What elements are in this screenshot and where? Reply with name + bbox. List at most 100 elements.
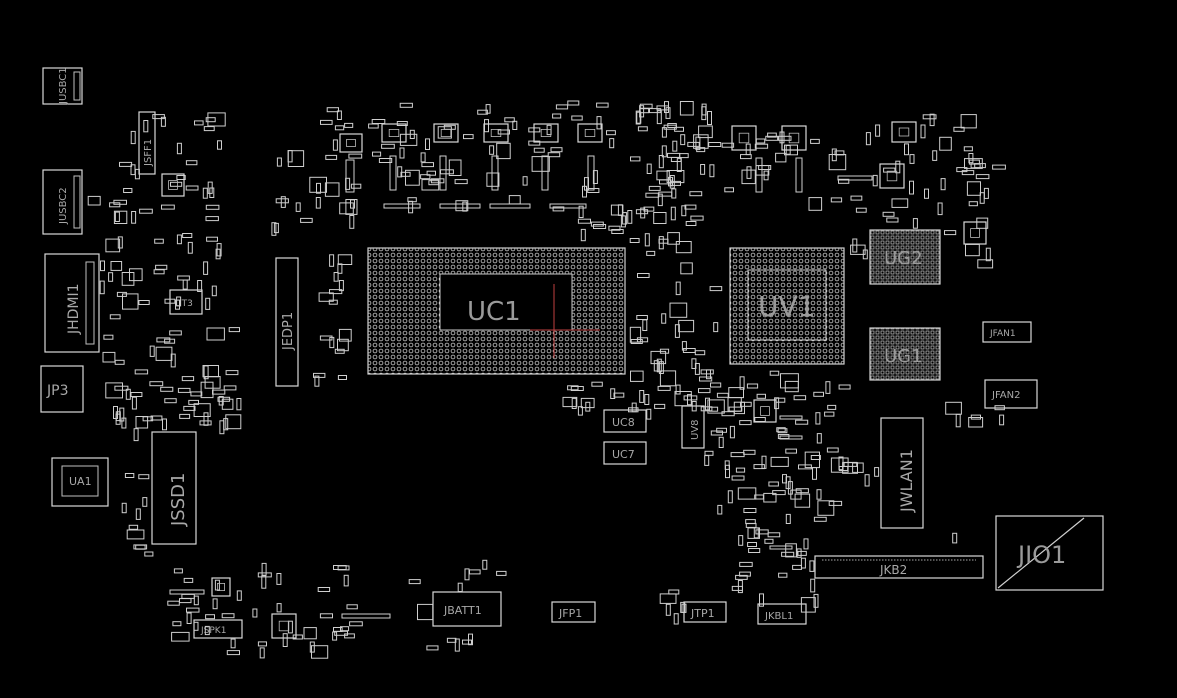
connector-jfan1[interactable]: JFAN1 (982, 321, 1032, 343)
passive-component (970, 163, 981, 169)
passive-component (125, 388, 131, 400)
passive-component (667, 232, 680, 245)
passive-component (700, 369, 714, 375)
passive-component (637, 273, 650, 278)
passive-component (144, 551, 154, 557)
passive-component (181, 593, 195, 599)
connector-jusbc2[interactable]: JUSBC2 (42, 169, 83, 235)
connector-jspk1[interactable]: JSPK1 (193, 619, 243, 639)
passive-component (115, 413, 121, 425)
connector-jfan2[interactable]: JFAN2 (984, 379, 1038, 409)
passive-component (344, 633, 355, 639)
connector-jio1[interactable]: JIO1 (995, 515, 1104, 591)
passive-component (319, 613, 333, 619)
passive-component (940, 178, 946, 191)
passive-component (454, 179, 468, 185)
connector-jbatt1[interactable]: JBATT1 (432, 591, 502, 627)
passive-component (580, 397, 595, 409)
passive-component (99, 280, 105, 295)
connector-jwlan1[interactable]: JWLAN1 (880, 417, 924, 529)
passive-component (743, 449, 756, 455)
passive-component (205, 204, 220, 210)
ic-package (211, 577, 231, 597)
passive-component (200, 381, 214, 399)
passive-component (968, 417, 984, 428)
passive-component (275, 198, 289, 204)
passive-component (669, 302, 688, 318)
passive-component (109, 202, 121, 208)
chip-uc7[interactable]: UC7 (603, 441, 647, 465)
passive-component (636, 315, 648, 320)
passive-component (508, 195, 521, 205)
chip-uc8[interactable]: UC8 (603, 409, 647, 433)
passive-component (755, 529, 769, 535)
connector-jtp1[interactable]: JTP1 (683, 601, 727, 623)
passive-component (656, 358, 662, 373)
passive-component (680, 134, 686, 146)
connector-jkb2[interactable]: JKB2 (814, 555, 984, 579)
chip-uc1[interactable]: UC1 (367, 247, 626, 375)
connector-jhdmi1[interactable]: JHDMI1 (44, 253, 100, 353)
chip-ua1[interactable]: UA1 (51, 457, 109, 507)
passive-component (257, 641, 267, 647)
chip-uv8[interactable]: UV8 (681, 405, 705, 449)
passive-component (439, 155, 447, 191)
passive-component (212, 598, 218, 610)
passive-component (329, 254, 335, 267)
passive-component (190, 391, 203, 397)
label-uc1: UC1 (467, 297, 521, 327)
passive-component (486, 172, 500, 187)
passive-component (838, 178, 850, 184)
passive-component (659, 179, 672, 185)
connector-jsff1[interactable]: JSFF1 (138, 111, 156, 175)
passive-component (320, 119, 333, 125)
passive-component (221, 398, 234, 410)
passive-component (810, 578, 816, 593)
connector-jedp1[interactable]: JEDP1 (275, 257, 299, 387)
passive-component (130, 164, 136, 176)
passive-component (164, 398, 177, 404)
label-jfan2: JFAN2 (991, 390, 1020, 401)
chip-ut3[interactable]: UT3 (169, 289, 203, 315)
passive-component (891, 198, 909, 208)
passive-component (439, 203, 481, 209)
connector-jkbl1[interactable]: JKBL1 (757, 603, 807, 625)
passive-component (646, 163, 652, 175)
passive-component (399, 147, 405, 159)
ic-thermal-pad (216, 583, 225, 592)
connector-jp3[interactable]: JP3 (40, 365, 84, 413)
passive-component (669, 180, 682, 186)
chip-ug2[interactable]: UG2 (869, 229, 941, 285)
passive-component (639, 390, 645, 403)
connector-jssd1[interactable]: JSSD1 (151, 431, 197, 545)
chip-uv1[interactable]: UV1 (729, 247, 845, 365)
connector-jfp1[interactable]: JFP1 (551, 601, 596, 623)
passive-component (468, 633, 473, 646)
passive-component (620, 215, 626, 228)
passive-component (746, 383, 759, 389)
passive-component (119, 161, 133, 167)
chip-ug1[interactable]: UG1 (869, 327, 941, 381)
passive-component (610, 204, 624, 216)
passive-component (203, 261, 209, 275)
passive-component (609, 138, 615, 149)
connector-jusbc1[interactable]: JUSBC1 (42, 67, 83, 105)
passive-component (226, 650, 241, 656)
passive-component (746, 166, 752, 179)
passive-component (349, 621, 363, 627)
passive-component (685, 221, 697, 226)
passive-component (690, 215, 704, 221)
passive-component (131, 396, 137, 410)
passive-component (764, 538, 774, 544)
passive-component (937, 202, 943, 216)
passive-component (128, 524, 139, 530)
passive-component (155, 264, 168, 270)
passive-component (968, 153, 974, 164)
passive-component (121, 417, 127, 429)
passive-component (843, 461, 858, 467)
passive-component (675, 281, 681, 296)
passive-component (875, 124, 881, 137)
passive-component (156, 337, 171, 343)
passive-component (484, 119, 489, 133)
passive-component (236, 398, 242, 411)
